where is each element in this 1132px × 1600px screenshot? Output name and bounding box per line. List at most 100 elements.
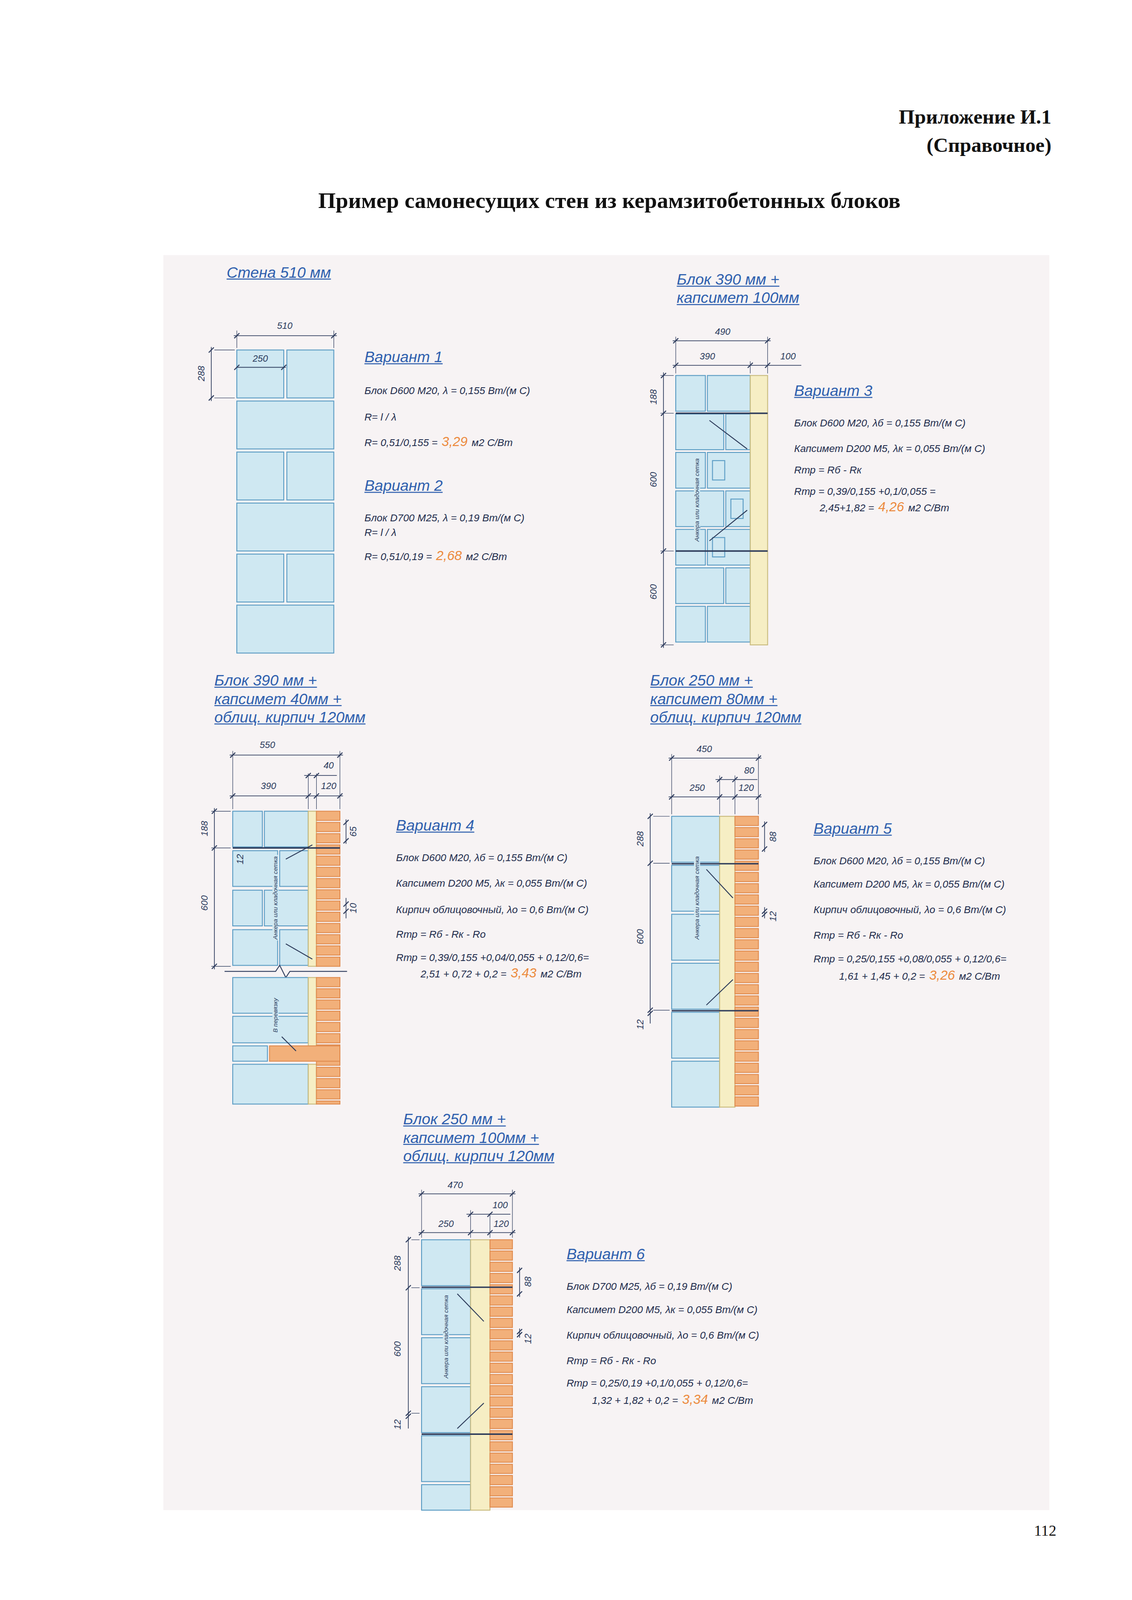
extension-line — [653, 863, 670, 864]
facing-brick — [490, 1341, 513, 1351]
dimension-line — [418, 1232, 516, 1234]
text-row: Блок D700 M25, λб = 0,19 Вт/(м С) — [566, 1281, 733, 1294]
text-row: 288 — [393, 1255, 403, 1273]
section-heading: Блок 390 мм + капсимет 40мм + облиц. кир… — [214, 671, 366, 726]
facing-brick — [735, 1029, 759, 1039]
text-row: Капсимет D200 M5, λк = 0,055 Вт/(м С) — [396, 877, 588, 890]
facing-brick — [735, 996, 759, 1006]
dimension-line — [668, 757, 762, 759]
anchor — [457, 1403, 484, 1430]
facing-brick — [490, 1419, 513, 1430]
dimension-number: 10 — [348, 903, 359, 914]
extension-line — [411, 1240, 420, 1241]
concrete-block — [725, 414, 751, 450]
result-value: 4,26 — [878, 499, 905, 515]
dimension-tick — [343, 838, 349, 844]
dimension-tick — [405, 1285, 411, 1291]
text-row: Кирпич облицовочный, λо = 0,6 Вт/(м С) — [813, 904, 1007, 917]
kapsimet-layer — [308, 811, 317, 967]
dimension-tick — [672, 338, 679, 344]
appendix-heading: (Справочное) — [926, 133, 1052, 157]
dimension-number: 12 — [234, 854, 246, 865]
dimension-number: 510 — [276, 320, 293, 331]
extension-line — [653, 816, 670, 817]
facing-brick — [316, 822, 340, 832]
text-row: 1,61 + 1,45 + 0,2 =3,26м2 С/Вт — [839, 968, 1001, 984]
text-row: 120 — [737, 784, 755, 794]
text-row: 490 — [714, 328, 732, 338]
dimension-tick — [281, 365, 287, 371]
facing-brick — [735, 827, 759, 837]
dimension-tick — [405, 1237, 411, 1243]
text-row: Анкера или кладочная сетка — [443, 1294, 450, 1380]
drawing-note: В перевязку — [272, 998, 279, 1033]
extension-line — [653, 1010, 670, 1011]
dimension-line — [764, 907, 766, 919]
concrete-block — [236, 605, 334, 654]
kapsimet-layer — [719, 816, 736, 1108]
mesh-tie — [671, 1010, 759, 1012]
facing-brick — [490, 1453, 513, 1463]
formula-text: Капсимет D200 M5, λк = 0,055 Вт/(м С) — [813, 878, 1005, 891]
dimension-line — [672, 340, 771, 342]
formula-text: Rтр = 0,39/0,155 +0,1/0,055 = — [794, 485, 936, 498]
dimension-number: 250 — [438, 1219, 454, 1230]
text-row: 112 — [1033, 1523, 1057, 1541]
extension-line — [512, 1190, 513, 1239]
concrete-block — [725, 568, 751, 604]
formula-text: Rтр = 0,25/0,155 +0,08/0,055 + 0,12/0,6= — [813, 953, 1007, 966]
text-row: 120 — [492, 1220, 510, 1230]
facing-brick — [316, 1079, 340, 1089]
facing-brick — [735, 1063, 759, 1073]
formula-text: R= l / λ — [364, 411, 397, 423]
kapsimet-layer — [470, 1240, 491, 1511]
text-row: Анкера или кладочная сетка — [693, 855, 701, 941]
facing-brick — [735, 872, 759, 882]
dimension-number: 80 — [744, 766, 755, 777]
concrete-block — [279, 850, 309, 887]
text-row: 2,45+1,82 =4,26м2 С/Вт — [819, 500, 950, 516]
formula-text: Кирпич облицовочный, λо = 0,6 Вт/(м С) — [813, 904, 1007, 916]
facing-brick — [735, 917, 759, 927]
dimension-line — [229, 795, 343, 797]
concrete-block — [671, 1061, 720, 1108]
concrete-block — [236, 554, 284, 603]
leader-line — [281, 1037, 296, 1052]
dimension-number: 120 — [493, 1219, 510, 1230]
concrete-block — [279, 929, 309, 966]
formula-text: Блок D600 M20, λб = 0,155 Вт/(м С) — [396, 852, 568, 864]
anchor — [709, 510, 748, 542]
dimension-number: 600 — [648, 472, 659, 488]
facing-brick — [490, 1375, 513, 1385]
facing-brick — [735, 1052, 759, 1062]
facing-brick — [735, 1007, 759, 1017]
dimension-tick — [516, 1332, 522, 1338]
dimension-line — [466, 1214, 511, 1216]
concrete-block — [232, 1046, 268, 1062]
text-row: Анкера или кладочная сетка — [272, 855, 279, 941]
formula-text: Блок D600 M20, λб = 0,155 Вт/(м С) — [813, 855, 986, 867]
text-row: Rтр = 0,39/0,155 +0,04/0,055 + 0,12/0,6= — [396, 952, 590, 965]
facing-brick — [735, 962, 759, 972]
facing-brick — [316, 1067, 340, 1077]
text-row: Приложение И.1 — [898, 104, 1052, 129]
facing-brick — [735, 1041, 759, 1051]
concrete-block — [421, 1485, 471, 1511]
text-row: 250 — [688, 784, 706, 794]
facing-brick — [735, 861, 759, 871]
facing-brick — [316, 946, 340, 956]
dimension-tick — [647, 813, 653, 820]
text-row: R= 0,51/0,19 =2,68м2 С/Вт — [364, 549, 508, 565]
concrete-block — [286, 554, 334, 603]
dimension-number: 288 — [392, 1256, 403, 1272]
facing-brick — [490, 1352, 513, 1362]
kapsimet-layer — [308, 977, 317, 1047]
extension-line — [758, 754, 759, 815]
extension-line — [489, 1213, 491, 1239]
dimension-line — [233, 335, 337, 337]
section-heading: Блок 250 мм + капсимет 80мм + облиц. кир… — [650, 671, 802, 726]
dimension-tick — [516, 1268, 522, 1274]
text-row: 470 — [446, 1181, 465, 1191]
facing-brick — [316, 989, 340, 999]
facing-brick — [735, 939, 759, 950]
